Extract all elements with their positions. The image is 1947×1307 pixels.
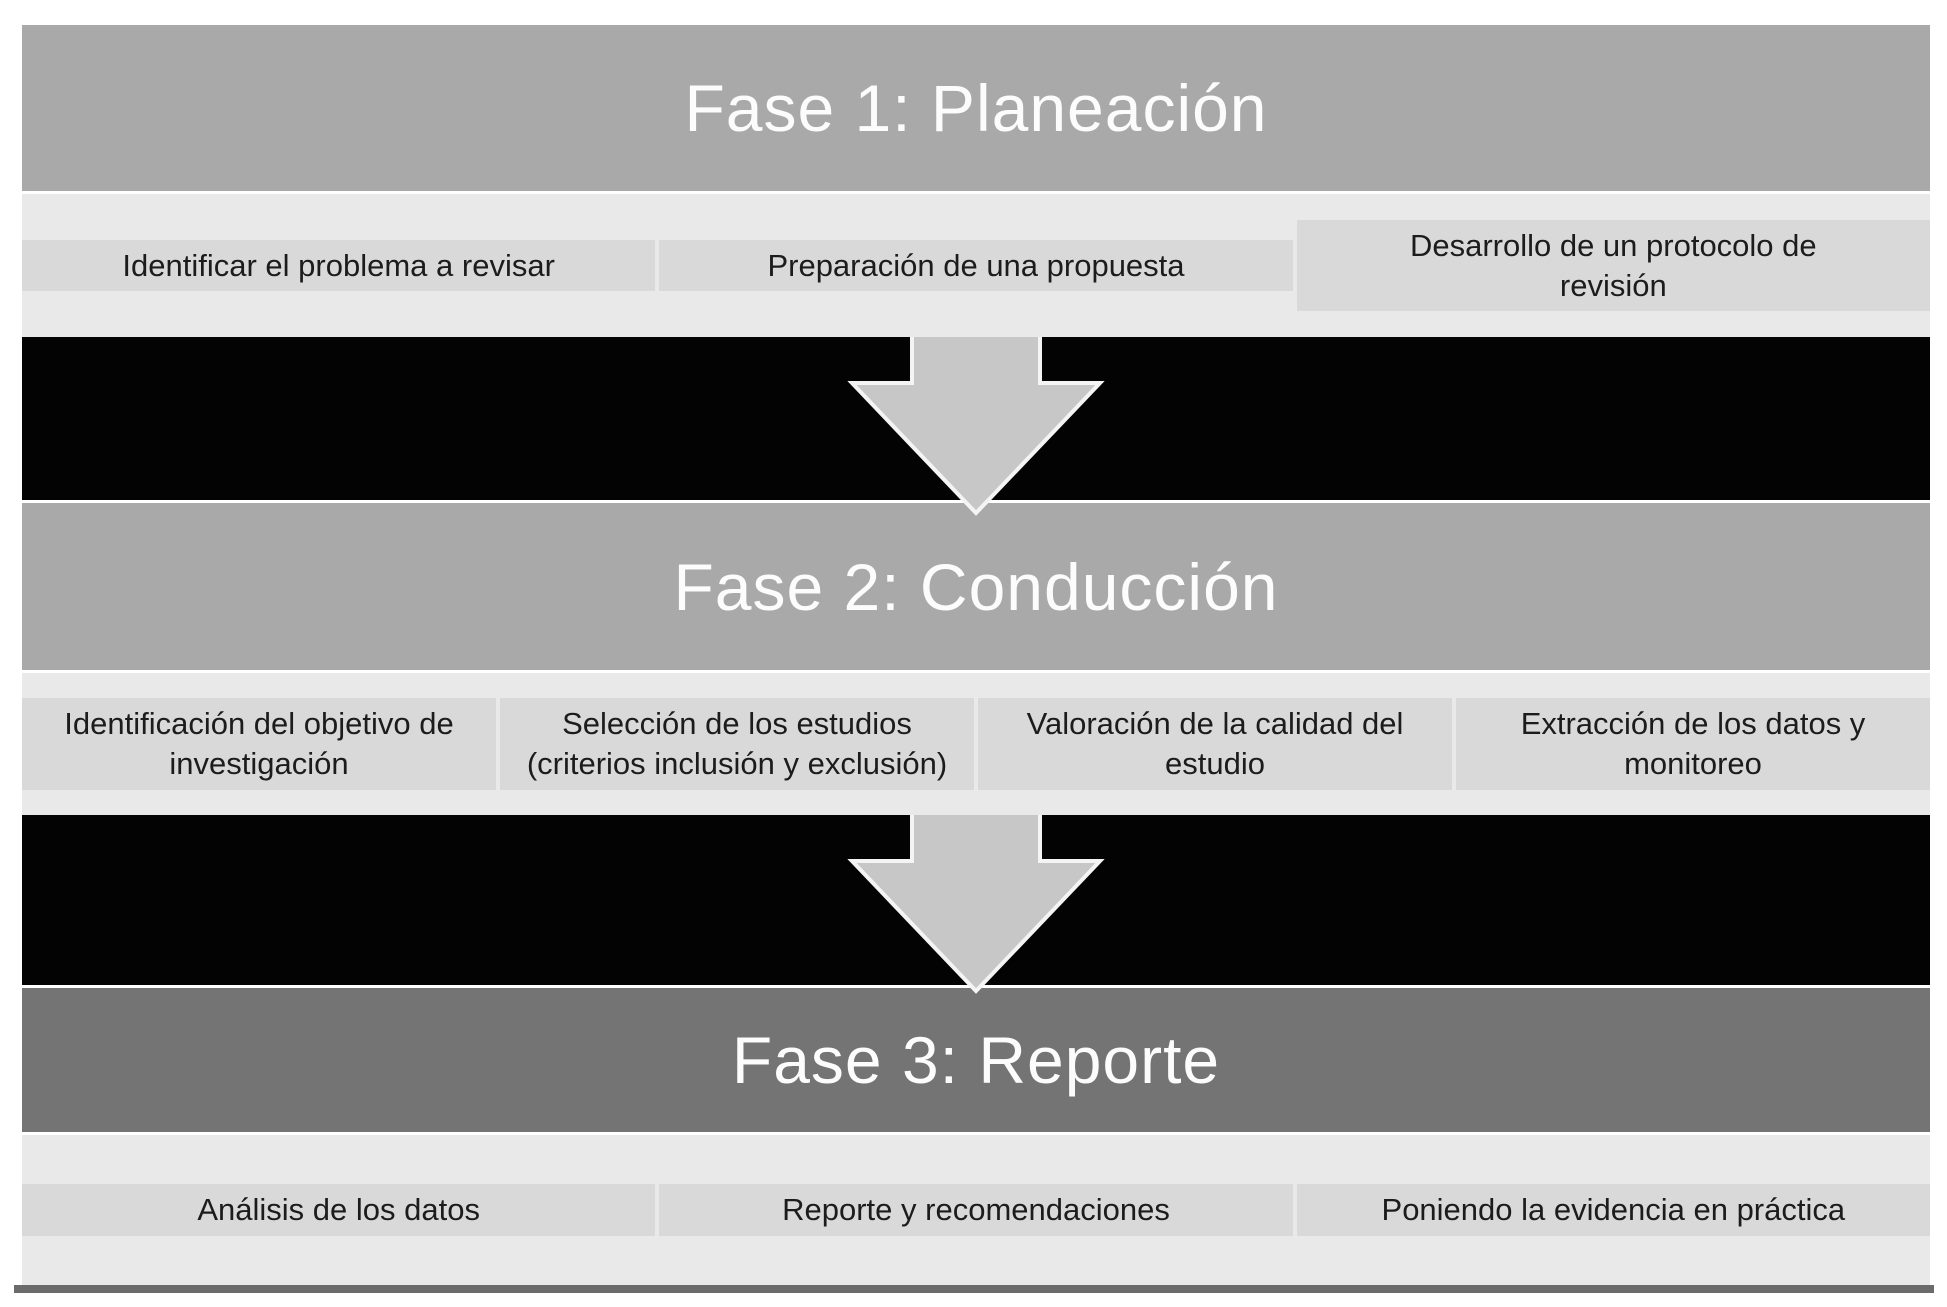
step-cell: Reporte y recomendaciones (659, 1184, 1293, 1236)
phase3-steps-row: Análisis de los datos Reporte y recomend… (22, 1135, 1930, 1285)
step-cell: Análisis de los datos (22, 1184, 656, 1236)
step-cell: Preparación de una propuesta (659, 239, 1293, 292)
step-cell: Selección de los estudios (criterios inc… (500, 698, 974, 790)
bottom-rule (14, 1285, 1934, 1293)
step-cell: Extracción de los datos y monitoreo (1456, 698, 1930, 790)
down-arrow-icon (847, 815, 1105, 994)
transition-band-2 (22, 815, 1930, 994)
step-label: Reporte y recomendaciones (782, 1192, 1170, 1228)
phase1-steps-row: Identificar el problema a revisar Prepar… (22, 194, 1930, 337)
step-cell: Valoración de la calidad del estudio (978, 698, 1452, 790)
phase1-title: Fase 1: Planeación (684, 71, 1268, 145)
phase3-header-band: Fase 3: Reporte (22, 988, 1930, 1132)
phase2-title: Fase 2: Conducción (673, 549, 1279, 624)
step-label: Identificar el problema a revisar (122, 247, 555, 283)
phase1-header-band: Fase 1: Planeación (22, 25, 1930, 191)
step-label: Selección de los estudios (criterios inc… (526, 706, 948, 781)
down-arrow-icon (847, 337, 1105, 516)
phase3-title: Fase 3: Reporte (731, 1023, 1221, 1097)
transition-band-1 (22, 337, 1930, 516)
step-label: Análisis de los datos (197, 1192, 480, 1228)
step-label: Desarrollo de un protocolo de revisión (1409, 227, 1817, 303)
step-cell: Identificación del objetivo de investiga… (22, 698, 496, 790)
step-label: Poniendo la evidencia en práctica (1381, 1192, 1846, 1228)
step-label: Identificación del objetivo de investiga… (64, 706, 454, 781)
step-label: Preparación de una propuesta (767, 247, 1185, 283)
step-cell: Identificar el problema a revisar (22, 239, 656, 292)
step-cell: Poniendo la evidencia en práctica (1296, 1184, 1930, 1236)
phase2-header-band: Fase 2: Conducción (22, 503, 1930, 670)
step-label: Extracción de los datos y monitoreo (1520, 706, 1866, 781)
step-label: Valoración de la calidad del estudio (1026, 706, 1404, 781)
phase2-steps-row: Identificación del objetivo de investiga… (22, 673, 1930, 815)
step-cell: Desarrollo de un protocolo de revisión (1296, 219, 1930, 312)
